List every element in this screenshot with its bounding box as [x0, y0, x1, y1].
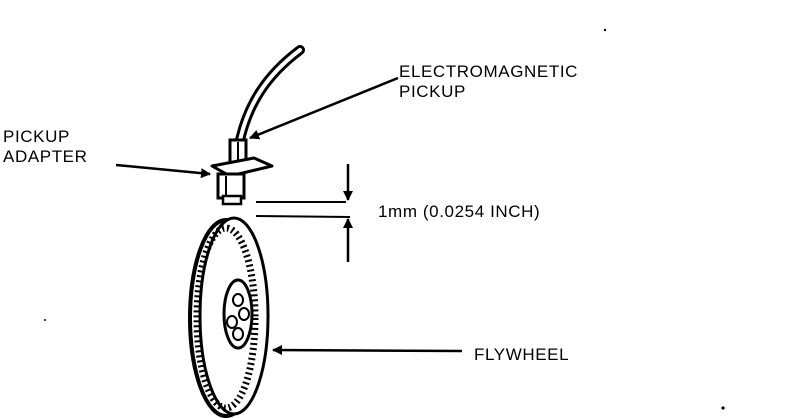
pickup-leader-arrow — [249, 76, 399, 140]
adapter-leader-arrow — [115, 163, 211, 179]
pickup-adapter-label-line2: ADAPTER — [3, 147, 88, 166]
electromagnetic-pickup-label-line1: ELECTROMAGNETIC — [399, 62, 579, 81]
electromagnetic-pickup-label-line2: PICKUP — [399, 82, 466, 101]
pickup-adapter-label-line1: PICKUP — [3, 127, 70, 146]
gap-dimension — [255, 164, 353, 262]
flywheel-label: FLYWHEEL — [474, 345, 570, 364]
gap-label: 1mm (0.0254 INCH) — [378, 202, 541, 221]
speck — [603, 28, 607, 32]
pickup-cable — [233, 45, 305, 155]
speck — [44, 319, 46, 321]
pickup-adapter-label: PICKUP ADAPTER — [3, 127, 88, 167]
electromagnetic-pickup-label: ELECTROMAGNETIC PICKUP — [399, 62, 578, 102]
flywheel-shape — [188, 216, 270, 418]
flywheel-leader-arrow — [272, 345, 463, 356]
speck — [721, 406, 725, 410]
pickup-adapter-shape — [210, 156, 274, 206]
